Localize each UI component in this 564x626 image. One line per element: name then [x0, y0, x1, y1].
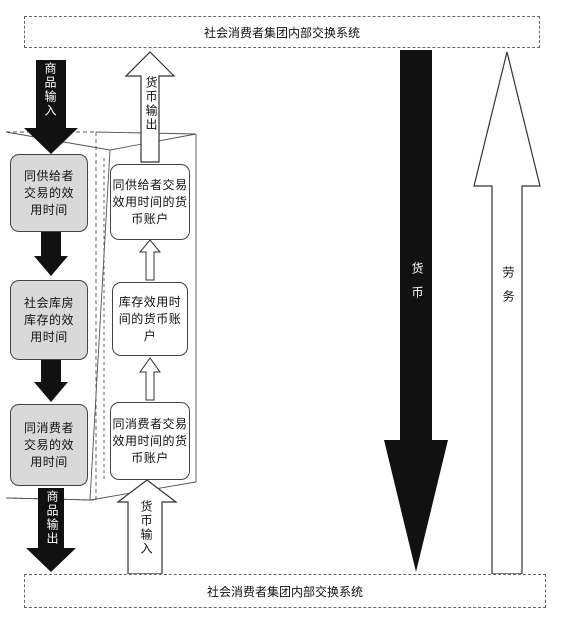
flow-arrow-1 — [34, 232, 68, 276]
bottom-system-banner: 社会消费者集团内部交换系统 — [24, 574, 546, 608]
supplier-utility-time-label: 同供给者交易的效用时间 — [23, 168, 74, 217]
supplier-account-label: 同供给者交易效用时间的货币账户 — [112, 177, 188, 226]
money-arrow — [384, 50, 448, 572]
goods-input-arrow — [24, 60, 78, 154]
goods-output-label: 商品输出 — [45, 490, 59, 546]
consumer-account-box: 同消费者交易效用时间的货币账户 — [110, 402, 190, 480]
money-label: 货币 — [410, 262, 424, 310]
supplier-utility-time-box: 同供给者交易的效用时间 — [10, 154, 88, 232]
warehouse-utility-time-box: 社会库房库存的效用时间 — [10, 280, 88, 360]
warehouse-account-label: 库存效用时间的货币账户 — [118, 294, 182, 343]
consumer-utility-time-label: 同消费者交易的效用时间 — [23, 420, 74, 469]
currency-output-arrow — [124, 51, 176, 163]
top-system-banner: 社会消费者集团内部交换系统 — [24, 16, 540, 48]
currency-input-arrow — [116, 479, 178, 575]
top-system-label: 社会消费者集团内部交换系统 — [203, 25, 360, 40]
labor-arrow — [473, 51, 541, 575]
labor-label: 劳务 — [501, 266, 515, 314]
consumer-account-label: 同消费者交易效用时间的货币账户 — [112, 416, 188, 465]
currency-output-label: 货币输出 — [144, 76, 158, 132]
supplier-account-box: 同供给者交易效用时间的货币账户 — [110, 164, 190, 240]
flow-arrow-2 — [34, 360, 68, 402]
currency-input-label: 货币输入 — [139, 500, 153, 556]
account-arrow-2 — [139, 357, 161, 401]
consumer-utility-time-box: 同消费者交易的效用时间 — [10, 404, 88, 486]
warehouse-account-box: 库存效用时间的货币账户 — [112, 282, 188, 356]
bottom-system-label: 社会消费者集团内部交换系统 — [206, 584, 363, 599]
goods-input-label: 商品输入 — [43, 62, 57, 118]
warehouse-utility-time-label: 社会库房库存的效用时间 — [23, 295, 74, 344]
account-arrow-1 — [138, 239, 162, 281]
goods-output-arrow — [26, 488, 76, 572]
